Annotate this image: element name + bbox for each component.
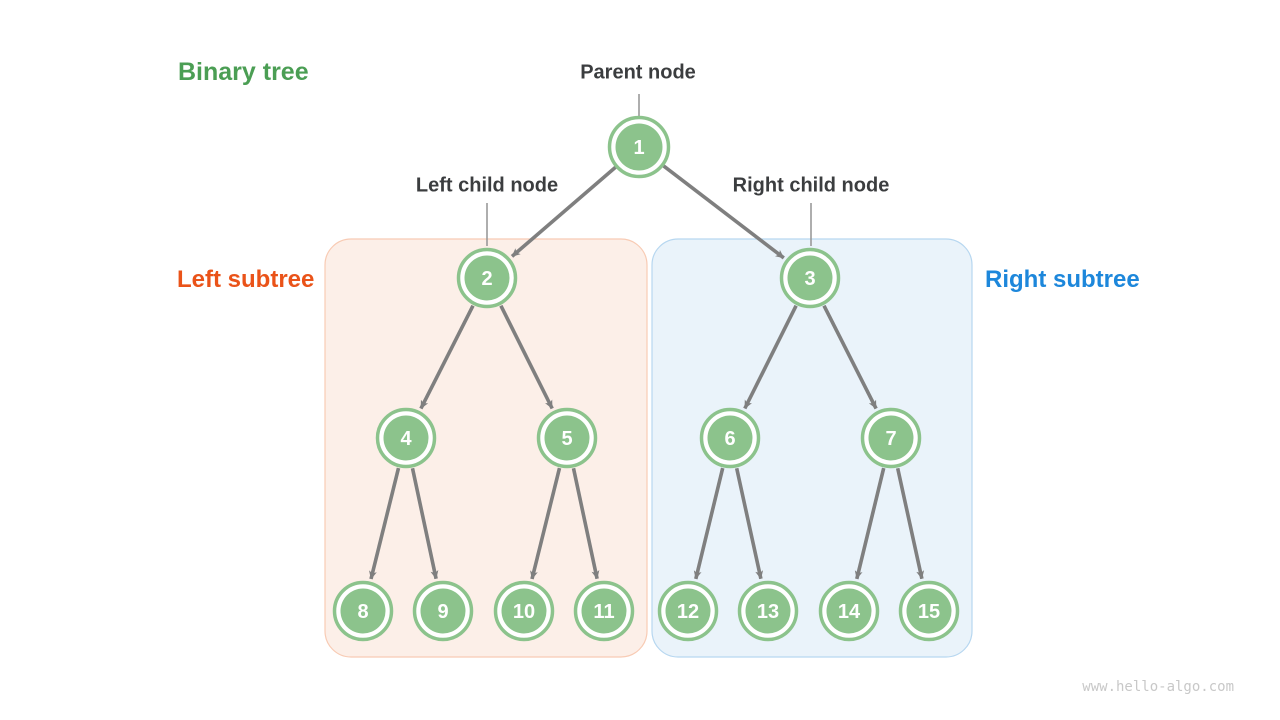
edge-7-14 [857, 467, 886, 579]
right-subtree-label: Right subtree [985, 266, 1140, 293]
node-circle [581, 588, 627, 634]
node-value: 6 [724, 428, 735, 450]
node-circle [826, 588, 872, 634]
tree-node-1: 1 [607, 115, 671, 179]
diagram-title: Binary tree [178, 58, 309, 86]
edge-3-6 [743, 304, 798, 410]
tree-node-11: 11 [573, 580, 635, 642]
edge-4-9 [410, 467, 437, 578]
node-value: 9 [437, 601, 448, 623]
node-value: 10 [513, 601, 535, 623]
node-circle [544, 415, 590, 461]
node-circle [745, 588, 791, 634]
node-circle [787, 255, 833, 301]
edge-5-10 [532, 467, 562, 579]
node-circle [868, 415, 914, 461]
node-value: 13 [757, 601, 779, 623]
parent-node-label: Parent node [580, 61, 696, 84]
node-circle [906, 588, 952, 634]
node-value: 1 [633, 137, 644, 159]
left-subtree-box [324, 238, 648, 658]
edge-5-11 [571, 467, 598, 578]
node-circle [501, 588, 547, 634]
node-value: 14 [838, 601, 861, 623]
tree-node-4: 4 [375, 407, 437, 469]
node-value: 4 [400, 428, 412, 450]
node-value: 5 [561, 428, 572, 450]
tree-node-14: 14 [818, 580, 880, 642]
tree-node-7: 7 [860, 407, 922, 469]
node-circle [615, 123, 663, 171]
node-circle [707, 415, 753, 461]
tree-node-3: 3 [779, 247, 841, 309]
node-circle [340, 588, 386, 634]
edge-2-5 [499, 304, 554, 410]
tree-node-6: 6 [699, 407, 761, 469]
node-circle [383, 415, 429, 461]
right-child-node-label: Right child node [732, 174, 890, 197]
tree-node-10: 10 [493, 580, 555, 642]
node-value: 7 [885, 428, 896, 450]
node-value: 8 [357, 601, 368, 623]
right-subtree-box [651, 238, 973, 658]
tree-node-13: 13 [737, 580, 799, 642]
node-value: 2 [481, 268, 492, 290]
edge-1-3 [662, 164, 785, 260]
edge-6-13 [734, 467, 761, 579]
tree-node-15: 15 [898, 580, 960, 642]
edge-4-8 [371, 467, 401, 579]
tree-node-8: 8 [332, 580, 394, 642]
edge-1-2 [510, 165, 617, 258]
node-circle [665, 588, 711, 634]
watermark: www.hello-algo.com [1082, 679, 1234, 695]
edge-3-7 [822, 304, 878, 410]
node-value: 3 [804, 268, 815, 290]
tree-node-2: 2 [456, 247, 518, 309]
node-circle [420, 588, 466, 634]
edge-7-15 [895, 467, 922, 579]
node-value: 15 [918, 601, 940, 623]
node-value: 11 [593, 601, 614, 623]
left-child-node-label: Left child node [415, 174, 559, 197]
tree-node-12: 12 [657, 580, 719, 642]
node-value: 12 [677, 601, 699, 623]
tree-node-9: 9 [412, 580, 474, 642]
node-circle [464, 255, 510, 301]
left-subtree-label: Left subtree [177, 266, 315, 293]
tree-node-5: 5 [536, 407, 598, 469]
edge-6-12 [696, 467, 725, 579]
edge-2-4 [419, 304, 475, 410]
